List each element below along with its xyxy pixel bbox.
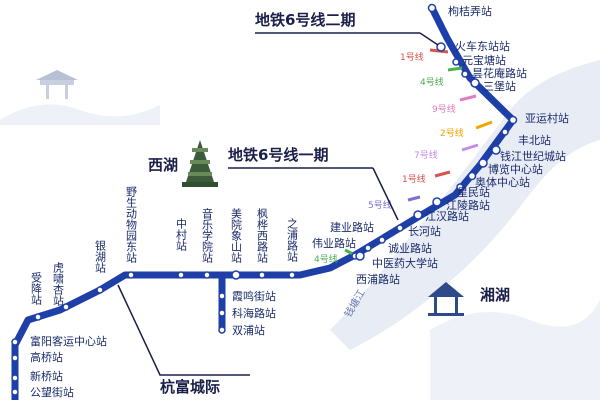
pagoda-icon: [36, 70, 78, 99]
station-label: 科海路站: [232, 306, 276, 320]
station-label: 火车东站站: [455, 39, 510, 53]
station-label: 博览中心站: [488, 162, 543, 176]
station-label: 钱江世纪城站: [500, 149, 566, 163]
station-label: 昙花庵路站: [472, 66, 527, 80]
hangfu-connector: [117, 284, 250, 376]
station-label: 受降站: [30, 272, 43, 306]
svg-text:地铁6号线二期: 地铁6号线二期: [255, 11, 355, 29]
transfer-stub-line2: 2号线: [440, 120, 493, 139]
station-label: 虎啸杏站: [52, 262, 65, 307]
station-label: 亚运村站: [525, 111, 569, 125]
pavilion-icon: [428, 282, 464, 316]
transfer-stub-line4a: 4号线: [420, 66, 463, 88]
station-label: 伟业路站: [312, 236, 356, 250]
station-label: 霞鸣街站: [232, 289, 276, 303]
station-label: 西浦路站: [356, 272, 400, 286]
station-label: 元宝塘站: [462, 53, 506, 67]
station-label: 枫桦西路站: [256, 207, 269, 264]
mountain-decoration: [430, 300, 600, 400]
station-label: 高桥站: [30, 350, 63, 364]
station-label: 奥体中心站: [475, 175, 530, 189]
west-lake-label: 西湖: [148, 156, 178, 174]
station-label: 诚业路站: [388, 241, 432, 255]
phase2-callout: 地铁6号线二期: [255, 11, 439, 46]
leifeng-tower-icon: [182, 140, 218, 187]
station-label: 丰北站: [518, 133, 551, 147]
station-label: 三堡站: [483, 79, 516, 93]
station-label: 野生动物园东站: [125, 186, 138, 264]
station-label: 建业路站: [330, 220, 374, 234]
mountain-decoration: [0, 104, 160, 125]
transfer-stub-line7: 7号线: [414, 143, 479, 161]
station-label: 银湖站: [94, 239, 107, 274]
transfer-stub-line1b: 1号线: [402, 170, 451, 185]
station-label: 新桥站: [30, 369, 63, 383]
phase1-callout: 地铁6号线一期: [228, 146, 399, 221]
station-label: 双浦站: [232, 323, 265, 337]
svg-text:地铁6号线一期: 地铁6号线一期: [228, 146, 328, 164]
station-label: 音乐学院站: [201, 207, 214, 264]
station-label: 星民站: [457, 185, 490, 199]
transfer-stub-line5: 5号线: [368, 195, 421, 211]
svg-text:2号线: 2号线: [440, 127, 464, 139]
station-label: 中村站: [175, 218, 188, 252]
svg-text:4号线: 4号线: [420, 76, 444, 88]
transfer-stub-line1: 1号线: [400, 48, 449, 63]
svg-text:9号线: 9号线: [432, 103, 456, 115]
svg-text:1号线: 1号线: [402, 173, 426, 185]
station-label: 之浦路站: [286, 217, 299, 263]
station-label: 江汉路站: [425, 209, 469, 223]
station-label: 富阳客运中心站: [30, 334, 107, 348]
station-dots: [11, 3, 518, 396]
xiang-lake-label: 湘湖: [480, 286, 510, 304]
station-label: 江陵路站: [446, 198, 490, 212]
svg-text:1号线: 1号线: [400, 51, 424, 63]
hangfu-label: 杭富城际: [160, 378, 220, 396]
station-label: 枸桔弄站: [448, 4, 492, 18]
svg-text:7号线: 7号线: [414, 149, 438, 161]
qiantang-river: [330, 60, 600, 350]
station-label: 中医药大学站: [372, 256, 438, 270]
svg-text:5号线: 5号线: [368, 199, 392, 211]
station-label: 长河站: [408, 224, 441, 238]
station-label: 公望街站: [30, 385, 74, 399]
transfer-stub-line9: 9号线: [432, 94, 477, 115]
svg-text:4号线: 4号线: [314, 253, 338, 265]
station-label: 美院象山站: [230, 208, 243, 264]
